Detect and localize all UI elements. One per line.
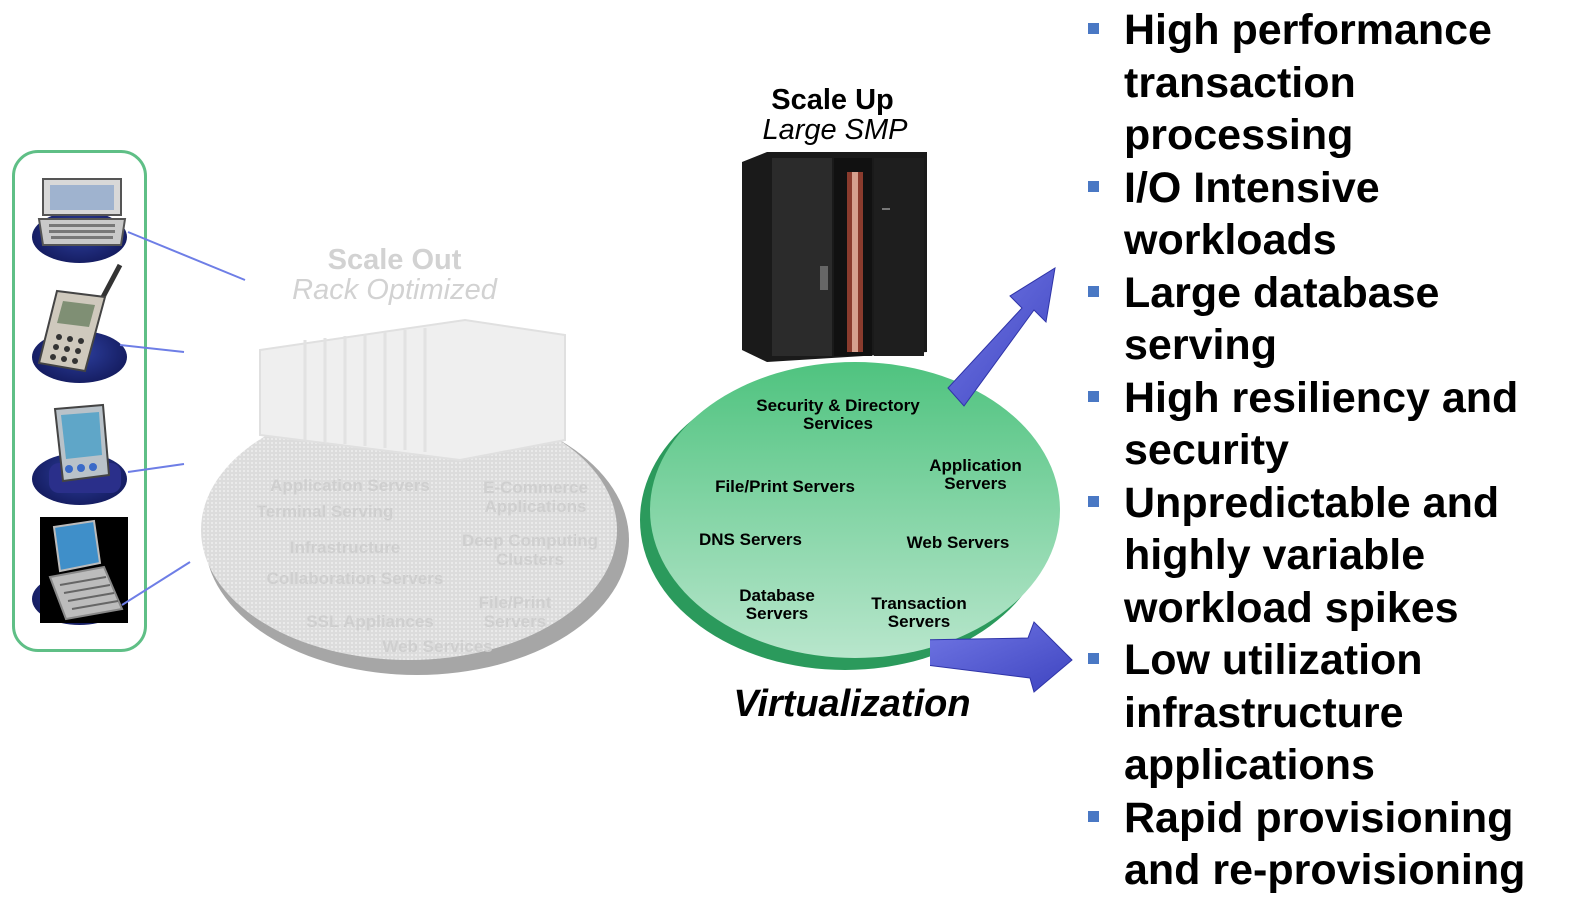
- bullet-item: High resiliency and security: [1080, 372, 1580, 477]
- scale-up-service: Transaction Servers: [871, 594, 967, 631]
- workload-bullet-list: High performance transaction processing …: [1080, 4, 1580, 897]
- device-panel: [12, 150, 147, 652]
- device-connector-lines: [119, 231, 246, 606]
- laptop-icon: [37, 178, 127, 246]
- bullet-marker-icon: [1088, 495, 1099, 507]
- bullet-marker-icon: [1088, 390, 1099, 402]
- bullet-text: Rapid provisioning and re-provisioning: [1124, 793, 1526, 895]
- bullet-item: Rapid provisioning and re-provisioning: [1080, 792, 1580, 897]
- scale-out-service: Terminal Serving: [256, 502, 394, 521]
- bullet-marker-icon: [1088, 23, 1099, 34]
- scale-out-service: Infrastructure: [289, 538, 401, 557]
- bullet-text: High performance transaction processing: [1124, 6, 1492, 159]
- tablet-icon: [40, 517, 128, 623]
- bullet-item: High performance transaction processing: [1080, 4, 1580, 162]
- bullet-item: Low utilization infrastructure applicati…: [1080, 634, 1580, 792]
- scale-out-title: Scale Out: [327, 244, 462, 276]
- bullet-text: High resiliency and security: [1124, 373, 1519, 475]
- scale-out-service: Application Servers: [270, 476, 430, 495]
- bullet-item: Large database serving: [1080, 267, 1580, 372]
- scale-out-cluster-graphic: [201, 318, 629, 675]
- scale-out-service: Deep Computing Clusters: [462, 531, 598, 569]
- mainframe-server-image: [742, 152, 927, 362]
- scale-up-subtitle: Large SMP: [762, 114, 908, 146]
- bullet-marker-icon: [1088, 653, 1099, 664]
- bullet-item: Unpredictable and highly variable worklo…: [1080, 477, 1580, 635]
- virtualization-label: Virtualization: [733, 683, 971, 725]
- scale-up-service: Security & Directory Services: [756, 396, 920, 433]
- scale-out-service: Collaboration Servers: [266, 569, 444, 588]
- bullet-text: Unpredictable and highly variable worklo…: [1124, 478, 1500, 632]
- bullet-text: I/O Intensive workloads: [1124, 163, 1380, 265]
- arrows: [930, 266, 1073, 693]
- bullet-text: Low utilization infrastructure applicati…: [1124, 636, 1423, 789]
- scale-up-service: Web Servers: [906, 533, 1010, 552]
- arrow-up-right: [947, 266, 1056, 407]
- scale-out-subtitle: Rack Optimized: [292, 274, 497, 306]
- arrow-right: [930, 621, 1073, 693]
- scale-up-service: Application Servers: [929, 456, 1022, 493]
- bullet-item: I/O Intensive workloads: [1080, 162, 1580, 267]
- scale-out-service: Web Services: [382, 637, 493, 656]
- pda-icon: [49, 403, 121, 493]
- scale-out-service: SSL Appliances: [306, 612, 434, 631]
- scale-up-service: DNS Servers: [698, 530, 802, 549]
- scale-out-service: E-Commerce Applications: [483, 478, 588, 516]
- virtualization-ellipse: [640, 362, 1060, 670]
- bullet-marker-icon: [1088, 810, 1099, 822]
- scale-out-service: File/Print Servers: [478, 593, 552, 631]
- bullet-text: Large database serving: [1124, 268, 1440, 370]
- scale-up-title: Scale Up: [771, 84, 894, 116]
- cell-phone-icon: [37, 263, 123, 373]
- bullet-marker-icon: [1088, 180, 1099, 192]
- scale-up-service: File/Print Servers: [715, 477, 855, 496]
- bullet-marker-icon: [1088, 285, 1099, 297]
- scale-up-service: Database Servers: [739, 586, 815, 623]
